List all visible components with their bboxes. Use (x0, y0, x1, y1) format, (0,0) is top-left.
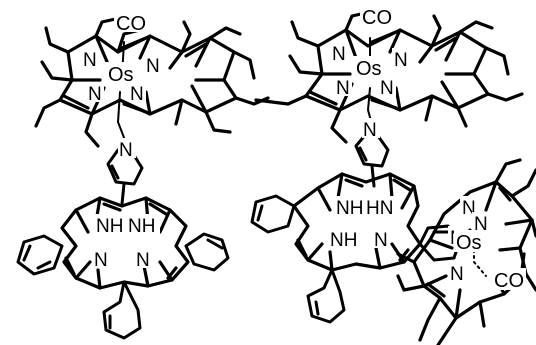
left-fb-n-4: N (136, 250, 150, 271)
right-bottom-n-2: N (474, 214, 488, 235)
right-fb-nh-3: NH (330, 230, 357, 251)
right-bottom-n-3: N (450, 264, 464, 285)
left-os-atom: Os (108, 64, 134, 86)
right-linker-n-top: N (363, 120, 377, 141)
right-free-base-labels: NH HN NH N (328, 196, 398, 251)
left-linker-n: N (119, 140, 133, 161)
left-porphyrin-n-1: N (83, 50, 97, 71)
right-structure: CO Os N N N N N (250, 4, 536, 345)
right-co-ligand-top: CO (362, 7, 392, 29)
right-phenyl-groups (250, 194, 346, 324)
left-fb-nh-2: NH (128, 216, 155, 237)
right-fb-n-4: N (374, 230, 388, 251)
right-fb-hn-2: HN (366, 198, 393, 219)
right-pyridyl-linker-top (354, 118, 390, 188)
right-fb-nh-1: NH (336, 198, 363, 219)
left-os-labels: CO Os N N N N (80, 10, 162, 105)
right-os-bottom-labels: N N Os N CO (448, 196, 526, 292)
left-os-porphyrin (34, 16, 270, 149)
left-porphyrin-n-2: N (146, 56, 160, 77)
left-structure: CO Os N N N N N (16, 10, 270, 340)
right-top-n-1: N (332, 44, 346, 65)
left-phenyl-groups (16, 232, 230, 340)
left-porphyrin-n-4: N (130, 84, 144, 105)
left-free-base-labels: NH NH N N (92, 214, 160, 271)
right-os-atom-bottom: Os (456, 232, 482, 254)
right-top-n-4: N (380, 78, 394, 99)
left-fb-nh-3: N (94, 250, 108, 271)
left-co-ligand: CO (116, 13, 146, 35)
right-os-porphyrin-top (254, 10, 524, 144)
right-co-ligand-bottom: CO (494, 270, 524, 292)
right-top-n-3: N (336, 78, 350, 99)
right-os-atom-top: Os (356, 58, 382, 80)
right-top-n-2: N (394, 50, 408, 71)
left-pyridyl-linker (106, 138, 144, 206)
left-fb-nh-1: NH (96, 216, 123, 237)
left-free-base-porphyrin (60, 196, 190, 290)
left-porphyrin-n-3: N (88, 84, 102, 105)
right-os-top-labels: CO Os N N N N (330, 4, 410, 99)
